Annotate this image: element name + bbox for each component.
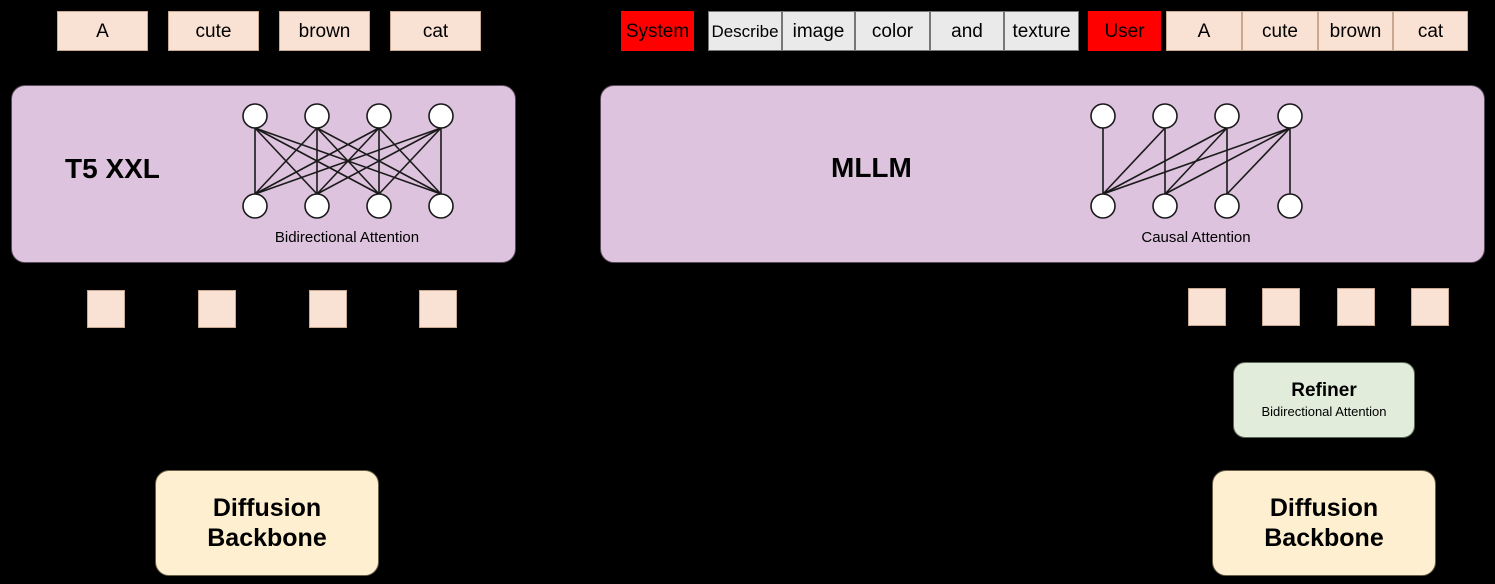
right-embedding-square <box>1411 288 1449 326</box>
left-prompt-token: A <box>57 11 148 51</box>
left-embedding-square <box>419 290 457 328</box>
attention-node-top-1 <box>304 103 330 129</box>
left-prompt-token: cat <box>390 11 481 51</box>
right-prompt-token: brown <box>1318 11 1393 51</box>
right-backbone-line1: Diffusion <box>1269 494 1379 522</box>
right-prompt-token-user: User <box>1088 11 1161 51</box>
attention-node-bottom-0 <box>1090 193 1116 219</box>
left-embedding-square <box>87 290 125 328</box>
left-backbone-line1: Diffusion <box>212 494 322 522</box>
right-embedding-square <box>1337 288 1375 326</box>
right-prompt-token-system: System <box>621 11 694 51</box>
right-prompt-token: cute <box>1242 11 1318 51</box>
refiner-block: Refiner Bidirectional Attention <box>1233 362 1415 438</box>
causal-attention-caption: Causal Attention <box>1141 229 1251 246</box>
left-diffusion-backbone: Diffusion Backbone <box>155 470 379 576</box>
attention-node-bottom-3 <box>428 193 454 219</box>
left-embedding-square <box>198 290 236 328</box>
bidirectional-attention-graph <box>225 95 465 230</box>
bidirectional-attention-svg <box>242 103 454 219</box>
left-embedding-square <box>309 290 347 328</box>
right-prompt-token: cat <box>1393 11 1468 51</box>
causal-attention-graph <box>1075 95 1315 230</box>
left-prompt-token: cute <box>168 11 259 51</box>
right-diffusion-backbone: Diffusion Backbone <box>1212 470 1436 576</box>
attention-node-bottom-0 <box>242 193 268 219</box>
causal-attention-svg <box>1090 103 1303 219</box>
right-embedding-square <box>1262 288 1300 326</box>
refiner-title: Refiner <box>1291 380 1357 402</box>
right-prompt-token: texture <box>1004 11 1079 51</box>
right-backbone-line2: Backbone <box>1264 524 1384 552</box>
refiner-subtitle: Bidirectional Attention <box>1261 403 1387 419</box>
attention-node-top-2 <box>366 103 392 129</box>
attention-node-top-0 <box>242 103 268 129</box>
mllm-encoder-title: MLLM <box>831 152 912 183</box>
mllm-encoder-block <box>600 85 1485 263</box>
attention-node-top-3 <box>1277 103 1303 129</box>
right-embedding-square <box>1188 288 1226 326</box>
right-prompt-token: color <box>855 11 930 51</box>
attention-node-bottom-2 <box>1214 193 1240 219</box>
attention-node-top-0 <box>1090 103 1116 129</box>
left-backbone-line2: Backbone <box>207 524 327 552</box>
attention-node-bottom-2 <box>366 193 392 219</box>
right-prompt-token: A <box>1166 11 1242 51</box>
right-prompt-token: Describe <box>708 11 782 51</box>
attention-node-top-2 <box>1214 103 1240 129</box>
right-prompt-token: and <box>930 11 1004 51</box>
attention-node-bottom-1 <box>1152 193 1178 219</box>
attention-node-top-1 <box>1152 103 1178 129</box>
attention-node-top-3 <box>428 103 454 129</box>
left-prompt-token: brown <box>279 11 370 51</box>
attention-node-bottom-1 <box>304 193 330 219</box>
attention-node-bottom-3 <box>1277 193 1303 219</box>
right-prompt-token: image <box>782 11 855 51</box>
t5-encoder-title: T5 XXL <box>65 153 160 184</box>
bidirectional-attention-caption: Bidirectional Attention <box>274 229 420 246</box>
